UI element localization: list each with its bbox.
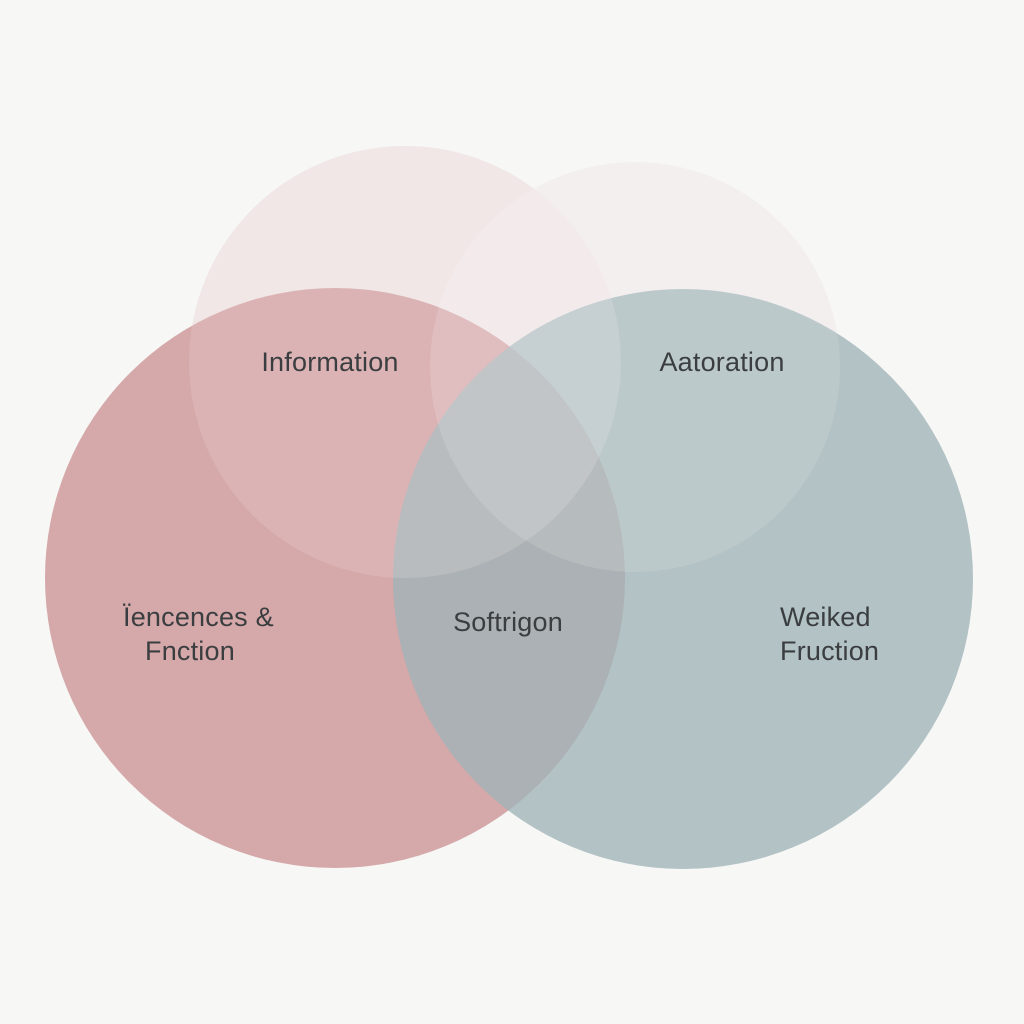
top-inner-overlay-circle (430, 162, 840, 572)
label-encences-function: Ïencences & Fnction (123, 602, 274, 666)
top-overlay-circle (189, 146, 621, 578)
label-aatoration: Aatoration (659, 347, 785, 377)
right-circle (393, 289, 973, 869)
label-softrigon: Softrigon (453, 607, 563, 637)
label-weiked-fruction: Weiked Fruction (780, 602, 880, 666)
label-information: Information (261, 347, 399, 377)
